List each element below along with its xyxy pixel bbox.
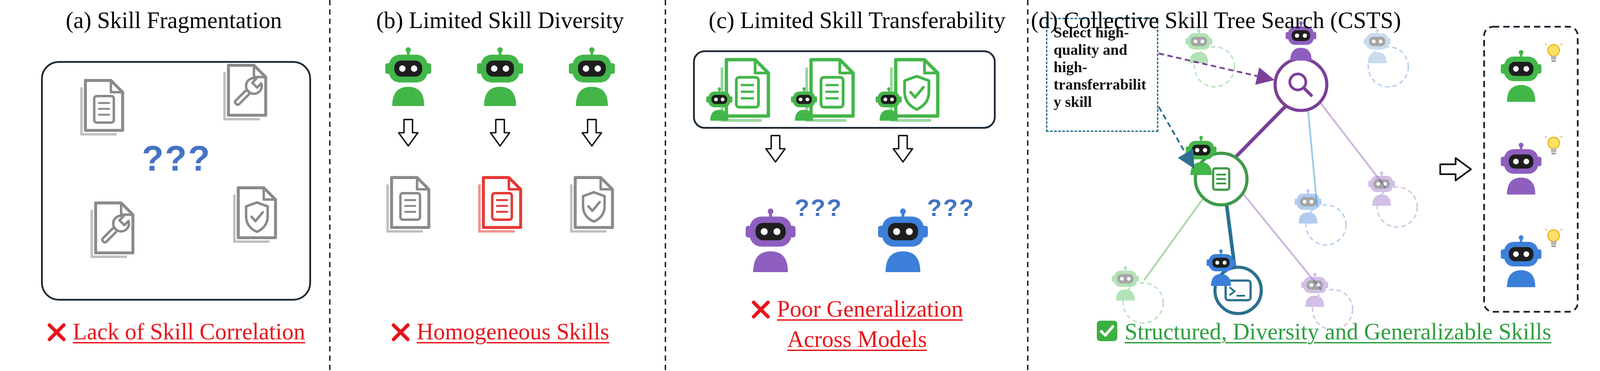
- faded-agent: [1123, 283, 1164, 324]
- fragment-icons: [81, 65, 276, 258]
- label-row: Homogeneous Skills: [366, 317, 634, 347]
- robot-icon: [877, 208, 928, 273]
- skilled-agent: [1545, 226, 1563, 247]
- faded-agent: [1294, 189, 1322, 224]
- skill-card: [891, 59, 938, 121]
- question-marks: ???: [789, 194, 848, 222]
- fragment-box: ???: [41, 61, 312, 301]
- panel-title: (c) Limited Skill Transferability: [701, 6, 1014, 35]
- panel-separator: [329, 0, 331, 371]
- skill-pool-box: [693, 51, 995, 128]
- down-arrow: [490, 119, 510, 146]
- tree-node: [1195, 153, 1248, 206]
- skill-icons: [387, 177, 429, 232]
- skilled-agent: [1500, 49, 1542, 103]
- faded-agent: [1305, 205, 1346, 246]
- panel-separator: [664, 0, 667, 371]
- down-arrow: [765, 135, 785, 162]
- faded-agent: [1111, 266, 1139, 301]
- faded-agent: [1368, 171, 1395, 206]
- robot-icon: [745, 208, 796, 273]
- down-arrow: [765, 135, 913, 162]
- tree-node: [1230, 287, 1245, 296]
- down-arrow: [398, 119, 602, 146]
- label-row: Poor Generalization Across Models: [723, 294, 991, 355]
- skill-card: [722, 59, 769, 121]
- tree-node: [1206, 249, 1235, 287]
- down-arrow: [582, 119, 602, 146]
- check-mark: [1095, 320, 1119, 343]
- check-mark: [1096, 320, 1118, 342]
- fragment-icons: [91, 203, 133, 258]
- faded-agent: [1377, 187, 1418, 228]
- faded-agent: [1185, 28, 1213, 64]
- callout-pointer: [1158, 53, 1272, 166]
- tree-node: [1213, 168, 1230, 190]
- skill-icons: [479, 177, 521, 232]
- down-arrow: [398, 119, 418, 146]
- skilled-agent: [1500, 41, 1563, 288]
- skill-card: [806, 59, 854, 121]
- problem-label: Poor Generalization Across Models: [776, 296, 963, 353]
- cross-mark: [393, 325, 408, 340]
- robot-icon: [385, 47, 615, 107]
- robot-icon: [385, 47, 431, 107]
- faded-agent: [1363, 28, 1391, 64]
- callout-box: Select high-quality and high-transferrab…: [1046, 17, 1159, 132]
- tree-branch: [1320, 102, 1386, 188]
- skill-icons: [387, 177, 613, 232]
- fragment-icons: [224, 65, 266, 120]
- solution-label: Structured, Diversity and Generalizable …: [1124, 319, 1551, 345]
- label-row: Lack of Skill Correlation: [27, 317, 325, 347]
- callout-pointer: [1158, 106, 1193, 166]
- tree-node: [1303, 87, 1312, 96]
- down-arrow: [893, 135, 913, 162]
- question-marks: ???: [922, 194, 981, 222]
- cross-mark: [753, 302, 768, 317]
- callout-pointer: [1158, 53, 1272, 80]
- tree-branch: [1144, 102, 1386, 290]
- callout-text: Select high-quality and high-transferrab…: [1053, 23, 1151, 111]
- skilled-agent: [1545, 134, 1563, 154]
- panel-title: (a) Skill Fragmentation: [17, 6, 330, 35]
- skill-card: [706, 87, 733, 121]
- cross-mark: [49, 325, 64, 340]
- tree-node: [1275, 58, 1327, 111]
- skill-card: [875, 87, 902, 121]
- label-row: Structured, Diversity and Generalizable …: [1056, 317, 1592, 347]
- faded-agent: [1301, 272, 1329, 308]
- skill-icons: [571, 177, 613, 232]
- panel-title: (b) Limited Skill Diversity: [344, 6, 657, 35]
- cross-mark: [750, 299, 771, 320]
- tree-node: [1216, 174, 1227, 184]
- skilled-agent: [1545, 41, 1563, 62]
- problem-label: Homogeneous Skills: [416, 319, 610, 345]
- cross-mark: [390, 322, 411, 343]
- robot-icon: [568, 47, 615, 107]
- skilled-agent: [1500, 235, 1542, 288]
- tree-node: [1185, 135, 1217, 176]
- skill-card: [706, 59, 938, 121]
- cross-mark: [46, 322, 67, 343]
- fragment-icons: [81, 80, 123, 135]
- panel-separator: [1027, 0, 1029, 371]
- right-arrow: [1440, 158, 1471, 181]
- problem-label: Lack of Skill Correlation: [72, 319, 305, 345]
- fragment-icons: [234, 188, 276, 243]
- skill-card: [791, 87, 817, 121]
- tree-branch: [1236, 106, 1286, 156]
- result-box: [1484, 26, 1578, 312]
- question-marks: ???: [109, 138, 244, 179]
- panel-title: (d) Collective Skill Tree Search (CSTS): [1030, 6, 1388, 35]
- tree-branch: [1144, 198, 1204, 280]
- check-mark: [1101, 326, 1113, 336]
- panel-separator: [329, 0, 1028, 371]
- robot-icon: [476, 47, 523, 107]
- skilled-agent: [1500, 142, 1542, 195]
